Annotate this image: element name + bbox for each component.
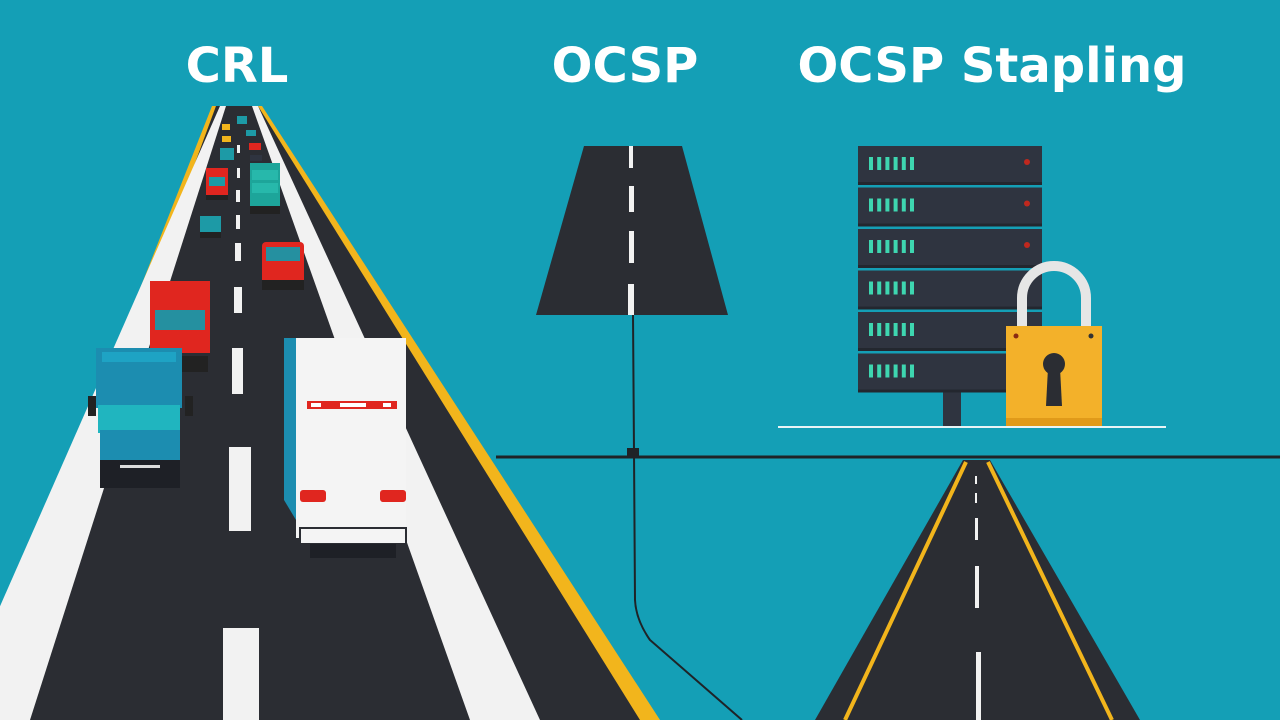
server-rack — [858, 146, 1042, 426]
red-truck — [150, 281, 210, 372]
distant-vehicles — [220, 116, 262, 161]
crl-title: CRL — [185, 38, 289, 94]
ocsp-title: OCSP — [551, 38, 699, 94]
server-unit — [858, 187, 1042, 227]
teal-car — [200, 216, 221, 238]
connection-cable — [496, 314, 1280, 720]
red-car — [262, 242, 304, 290]
crl-highway — [0, 106, 660, 720]
white-semi-trailer — [284, 338, 407, 558]
center-lane-dashes — [223, 145, 259, 720]
blue-truck — [88, 348, 193, 488]
ocsp-road-segment — [536, 146, 728, 315]
teal-bus — [250, 163, 280, 214]
server-unit — [858, 146, 1042, 185]
ocsp-stapling-road — [815, 460, 1140, 720]
ocsp-stapling-title: OCSP Stapling — [797, 38, 1187, 94]
padlock-icon — [1006, 261, 1102, 426]
server-unit — [858, 270, 1042, 310]
red-van — [206, 168, 228, 200]
server-unit — [858, 229, 1042, 268]
